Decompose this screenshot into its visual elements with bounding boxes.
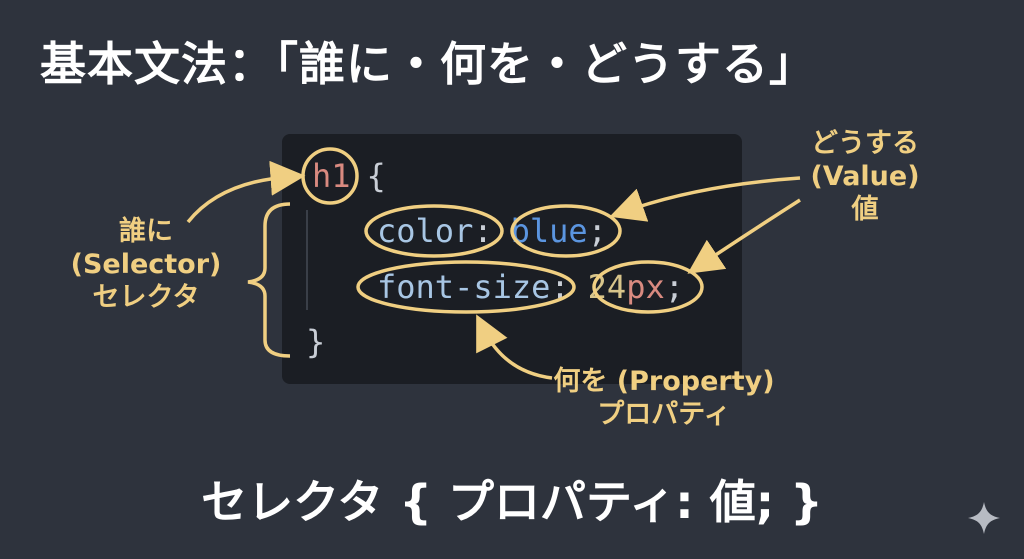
selector-token: h1	[312, 157, 351, 195]
value-token-blue: blue	[510, 212, 588, 250]
semicolon-token: ;	[664, 268, 684, 306]
value-annotation-jp: どうする	[811, 128, 919, 159]
selector-annotation-en: (Selector)	[70, 248, 222, 280]
semicolon-token: ;	[587, 212, 607, 250]
value-annotation: どうする (Value) 値	[780, 128, 950, 227]
colon-token: :	[473, 212, 493, 250]
value-token-unit: px	[626, 268, 665, 306]
property-annotation-jp: 何を (Property)	[553, 366, 775, 397]
code-line-1: h1 {	[312, 156, 386, 196]
sparkle-icon	[968, 502, 1000, 534]
selector-annotation: 誰に (Selector) セレクタ	[56, 216, 236, 315]
indent-guide	[306, 210, 308, 310]
value-annotation-en: (Value)	[810, 160, 920, 192]
code-line-2: color: blue;	[377, 211, 607, 251]
property-token-font-size: font-size	[377, 268, 551, 306]
code-line-4: }	[306, 322, 325, 362]
selector-annotation-kana: セレクタ	[92, 281, 200, 313]
value-token-number: 24	[587, 268, 627, 306]
code-line-3: font-size:24px;	[377, 267, 684, 307]
open-brace: {	[366, 157, 386, 195]
property-token-color: color	[377, 212, 474, 250]
syntax-summary: セレクタ { プロパティ: 値; }	[201, 475, 823, 529]
close-brace: }	[306, 323, 326, 361]
property-annotation-kana: プロパティ	[597, 398, 731, 430]
page-title: 基本文法：「誰に・何を・どうする」	[40, 37, 816, 91]
colon-token: :	[550, 268, 570, 306]
selector-annotation-jp: 誰に	[119, 216, 173, 247]
property-annotation: 何を (Property) プロパティ	[534, 366, 794, 432]
value-annotation-kanji: 値	[851, 193, 879, 225]
